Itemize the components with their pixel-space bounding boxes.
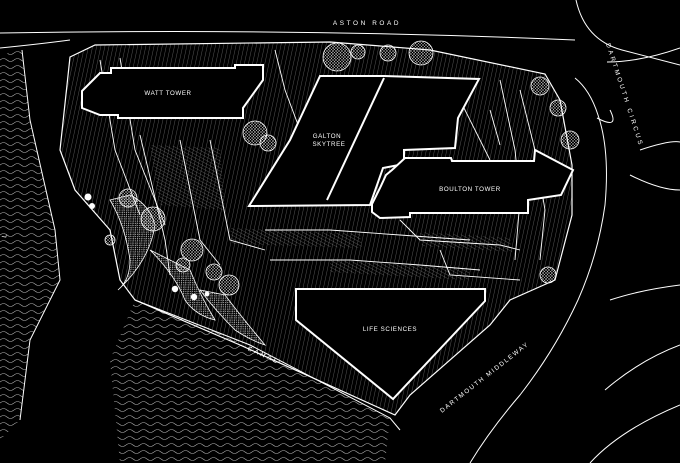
tree-icon xyxy=(118,188,138,208)
tree-icon xyxy=(322,42,352,72)
landscape-swoosh-2 xyxy=(149,249,216,321)
trees xyxy=(104,40,580,296)
tree-icon xyxy=(350,44,366,60)
tree-icon xyxy=(259,134,277,152)
building-label-galton-2: SKYTREE xyxy=(312,141,345,148)
tree-icon xyxy=(530,76,550,96)
tree-icon xyxy=(560,130,580,150)
road-label-aston: ASTON ROAD xyxy=(333,20,401,27)
building-boulton-tower xyxy=(371,148,575,220)
lamp-icon xyxy=(190,293,198,301)
road-label-partial-left: L xyxy=(1,231,9,238)
lamp-markers xyxy=(84,193,210,301)
lamp-icon xyxy=(84,193,92,201)
building-watt-tower xyxy=(81,64,264,119)
landscape-swoosh-3 xyxy=(199,289,267,346)
building-galton-skytree xyxy=(247,75,481,208)
tree-icon xyxy=(379,44,397,62)
building-label-life-sciences: LIFE SCIENCES xyxy=(363,326,417,333)
tree-icon xyxy=(539,266,557,284)
tree-icon xyxy=(104,234,116,246)
tree-icon xyxy=(205,263,223,281)
canal-water-bottom xyxy=(110,300,390,463)
tree-icon xyxy=(180,238,204,262)
building-label-watt: WATT TOWER xyxy=(144,90,191,97)
tree-icon xyxy=(175,257,191,273)
tree-icon xyxy=(140,206,166,232)
site-paved-zones xyxy=(150,145,512,280)
building-label-galton-1: GALTON xyxy=(313,133,341,140)
lamp-icon xyxy=(89,203,95,209)
tree-icon xyxy=(549,99,567,117)
canal-water-left xyxy=(0,50,60,440)
building-life-sciences xyxy=(295,288,486,401)
tree-icon xyxy=(408,40,434,66)
lamp-icon xyxy=(204,291,210,297)
lamp-icon xyxy=(171,285,179,293)
tree-icon xyxy=(218,274,240,296)
building-label-boulton: BOULTON TOWER xyxy=(439,186,501,193)
